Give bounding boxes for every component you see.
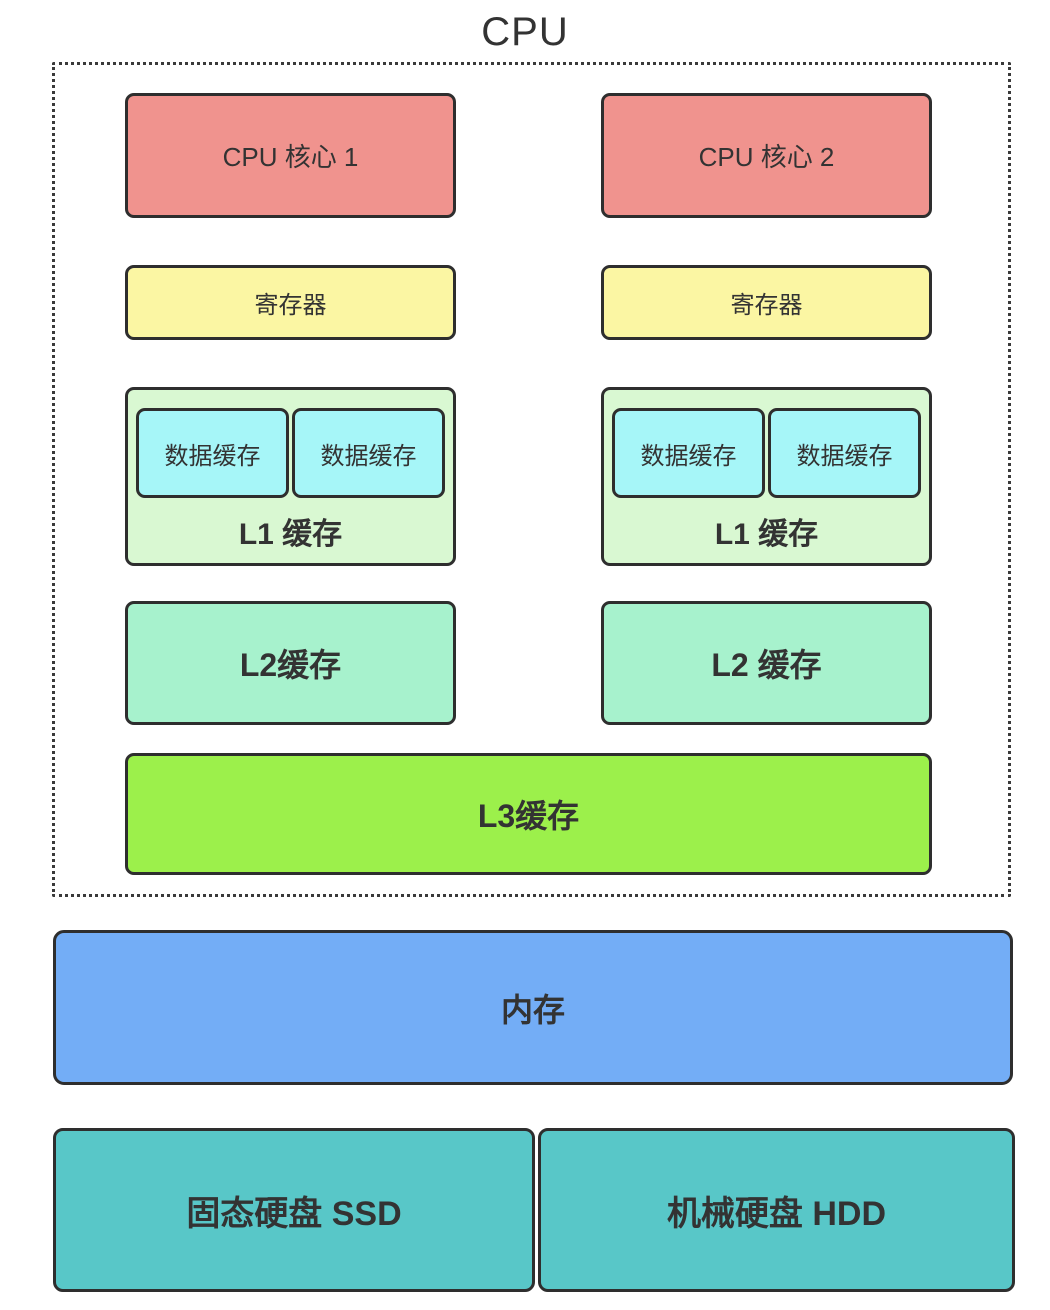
l3-cache-box: L3缓存: [125, 753, 932, 875]
l1-cache-box-1: 数据缓存 数据缓存 L1 缓存: [125, 387, 456, 566]
l2-cache-2-label: L2 缓存: [711, 647, 822, 683]
data-cache-label: 数据缓存: [320, 442, 417, 470]
register-box-2: 寄存器: [601, 265, 932, 340]
data-cache-box: 数据缓存: [292, 408, 445, 498]
data-cache-label: 数据缓存: [164, 442, 261, 470]
cpu-core-1-box: CPU 核心 1: [125, 93, 456, 218]
ssd-storage-box: 固态硬盘 SSD: [53, 1128, 535, 1292]
register-2-label: 寄存器: [730, 292, 803, 319]
memory-label: 内存: [500, 991, 565, 1028]
l1-cache-1-label: L1 缓存: [238, 517, 343, 551]
ssd-label: 固态硬盘 SSD: [186, 1194, 402, 1233]
cpu-core-2-label: CPU 核心 2: [698, 142, 835, 172]
data-cache-box: 数据缓存: [768, 408, 921, 498]
l2-cache-box-2: L2 缓存: [601, 601, 932, 725]
data-cache-label: 数据缓存: [796, 442, 893, 470]
l2-cache-1-label: L2缓存: [239, 647, 342, 683]
hdd-label: 机械硬盘 HDD: [666, 1194, 887, 1233]
cpu-core-2-box: CPU 核心 2: [601, 93, 932, 218]
cpu-package-boundary: CPU 核心 1 CPU 核心 2 寄存器 寄存器 数据缓存 数据缓存 L1 缓…: [52, 62, 1011, 897]
l1-cache-2-label: L1 缓存: [714, 517, 819, 551]
l1-cache-box-2: 数据缓存 数据缓存 L1 缓存: [601, 387, 932, 566]
register-1-label: 寄存器: [254, 292, 327, 319]
l1-cache-1-data-row: 数据缓存 数据缓存: [136, 408, 445, 498]
register-box-1: 寄存器: [125, 265, 456, 340]
l1-cache-2-data-row: 数据缓存 数据缓存: [612, 408, 921, 498]
diagram-title: CPU: [481, 10, 569, 54]
l3-cache-label: L3缓存: [477, 798, 580, 834]
data-cache-box: 数据缓存: [612, 408, 765, 498]
cpu-core-1-label: CPU 核心 1: [222, 142, 359, 172]
data-cache-box: 数据缓存: [136, 408, 289, 498]
data-cache-label: 数据缓存: [640, 442, 737, 470]
l2-cache-box-1: L2缓存: [125, 601, 456, 725]
hdd-storage-box: 机械硬盘 HDD: [538, 1128, 1015, 1292]
memory-box: 内存: [53, 930, 1013, 1085]
